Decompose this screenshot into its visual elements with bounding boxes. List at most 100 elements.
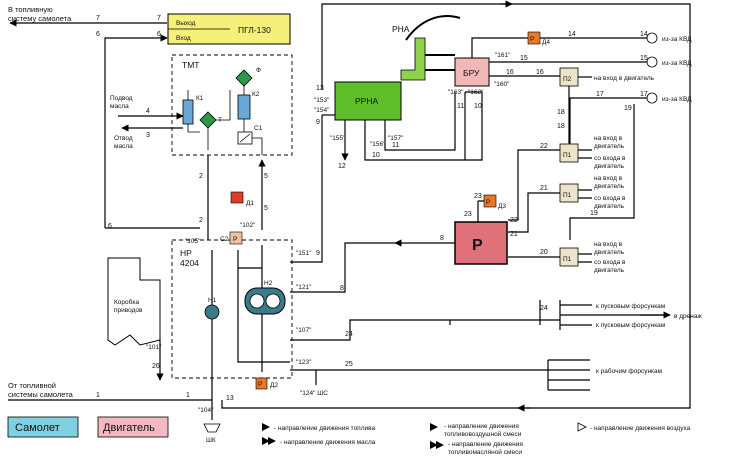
num-8a: 8: [440, 235, 444, 242]
k2-heat-exchanger: [237, 94, 251, 120]
q156: "156": [370, 141, 386, 148]
samolet-legend: Самолет: [15, 422, 60, 434]
air-arrow-icon: [577, 422, 587, 432]
to-aircraft-label-1: В топливную: [8, 5, 53, 14]
q155: "155": [330, 135, 346, 142]
d2-label: Д2: [270, 382, 278, 389]
start-nozzles-2: к пусковым форсункам: [596, 322, 666, 329]
legend-fuel: - направление движения топлива: [274, 425, 376, 432]
d1-label: Д1: [246, 200, 254, 207]
d2-sensor: [255, 377, 268, 390]
num-1a: 1: [96, 392, 100, 399]
num-11-b: 11: [457, 103, 464, 110]
d3-label: Д3: [498, 203, 506, 210]
num-13-bottom: 13: [226, 395, 234, 402]
num-25: 25: [345, 361, 353, 368]
p1l-from-2: двигатель: [594, 267, 625, 274]
start-nozzles-1: к пусковым форсункам: [596, 303, 666, 310]
bru-box: [454, 57, 490, 87]
num-22-reg: 22: [510, 217, 518, 224]
num-7a: 7: [96, 15, 100, 22]
c2-label: С2: [220, 236, 229, 243]
num-26: 26: [152, 363, 160, 370]
rna-label: РНА: [392, 24, 410, 34]
h1-pump: [204, 304, 220, 320]
q153: "153": [314, 97, 330, 104]
q107: "107": [296, 327, 312, 334]
q123: "123": [296, 359, 312, 366]
num-10-a: 10: [372, 152, 380, 159]
fuel-arrow-icon: [262, 423, 270, 431]
num-16b: 16: [536, 69, 544, 76]
t-filter: [199, 111, 217, 129]
oil-out-label-1: Отвод: [114, 135, 133, 142]
k1-label: К1: [196, 95, 204, 102]
num-21a: 21: [540, 185, 548, 192]
pgl-title: ПГЛ-130: [238, 25, 271, 35]
num-15: 15: [520, 55, 528, 62]
q104: "104": [198, 407, 214, 414]
line-13-return: [221, 3, 691, 409]
q101: "101": [146, 344, 162, 351]
num-19a: 19: [624, 105, 632, 112]
num-18a: 18: [557, 109, 565, 116]
tmt-title: ТМТ: [182, 60, 199, 70]
p1m-in-2: двигатель: [594, 183, 625, 190]
c1-label: С1: [254, 125, 263, 132]
from-aircraft-label-2: системы самолета: [8, 390, 74, 399]
num-17b: 17: [640, 91, 648, 98]
k1-heat-exchanger: [182, 99, 194, 125]
kvd-label-14: из-за КВД: [662, 36, 692, 43]
kvd-label-15: из-за КВД: [662, 60, 692, 67]
shk-label: ШК: [206, 437, 216, 444]
pgl-out-label: Выход: [176, 20, 196, 27]
k2-label: К2: [252, 91, 260, 98]
oil-in-label-1: Подвод: [110, 95, 133, 102]
num-24a: 24: [345, 331, 353, 338]
t-label: Т: [218, 117, 222, 124]
hp-label-1: НР: [180, 248, 192, 258]
oil-out-label-2: масла: [114, 143, 133, 150]
q102: "102": [240, 222, 256, 229]
legend-fuel-air-2: топливовоздушной смеси: [444, 430, 522, 438]
p1u-in-1: на вход в: [594, 135, 623, 142]
num-1b: 1: [186, 392, 190, 399]
num-21-reg: 21: [510, 231, 518, 238]
num-16a: 16: [506, 69, 514, 76]
num-23a: 23: [474, 193, 482, 200]
phi-filter: [235, 69, 253, 87]
q105: "105": [185, 238, 201, 245]
oil-arrow-icon: [262, 437, 276, 445]
regulator-label: Р: [472, 237, 483, 254]
num-24b: 24: [540, 305, 548, 312]
legend-fuel-oil-2: топливомасляной смеси: [448, 448, 522, 456]
num-12: 12: [338, 163, 346, 170]
c2-p-label: Р: [233, 236, 237, 243]
p1m-from-1: со входа в: [594, 195, 626, 202]
q121: "121": [296, 284, 312, 291]
gearbox-outline: [107, 257, 161, 346]
num-14-a: 14: [568, 31, 576, 38]
hp-label-2: 4204: [180, 258, 199, 268]
drain-label: в дренаж: [674, 313, 702, 320]
p1-upper-valve: [559, 143, 579, 163]
num-10-b: 10: [474, 103, 482, 110]
num-19b: 19: [590, 210, 598, 217]
d3-p: Р: [486, 199, 490, 206]
num-17a: 17: [596, 91, 604, 98]
line-6: [104, 34, 168, 228]
kvd-valve-17: [646, 92, 658, 104]
num-9-rrna: 9: [316, 119, 320, 126]
num-9-low: 9: [316, 250, 320, 257]
legend-fuel-oil-1: - направление движения: [448, 441, 523, 448]
p1m-from-2: двигатель: [594, 203, 625, 210]
num-6c: 6: [108, 223, 112, 230]
bru-label: БРУ: [463, 68, 480, 78]
q163: "163": [448, 89, 464, 96]
gearbox-label-2: приводов: [114, 307, 143, 314]
work-nozzles-label: к рабочим форсункам: [596, 367, 663, 375]
rrna-box: [334, 81, 402, 121]
tmt-box: [171, 54, 293, 156]
num-5b: 5: [264, 205, 268, 212]
from-aircraft-label-1: От топливной: [8, 381, 56, 390]
